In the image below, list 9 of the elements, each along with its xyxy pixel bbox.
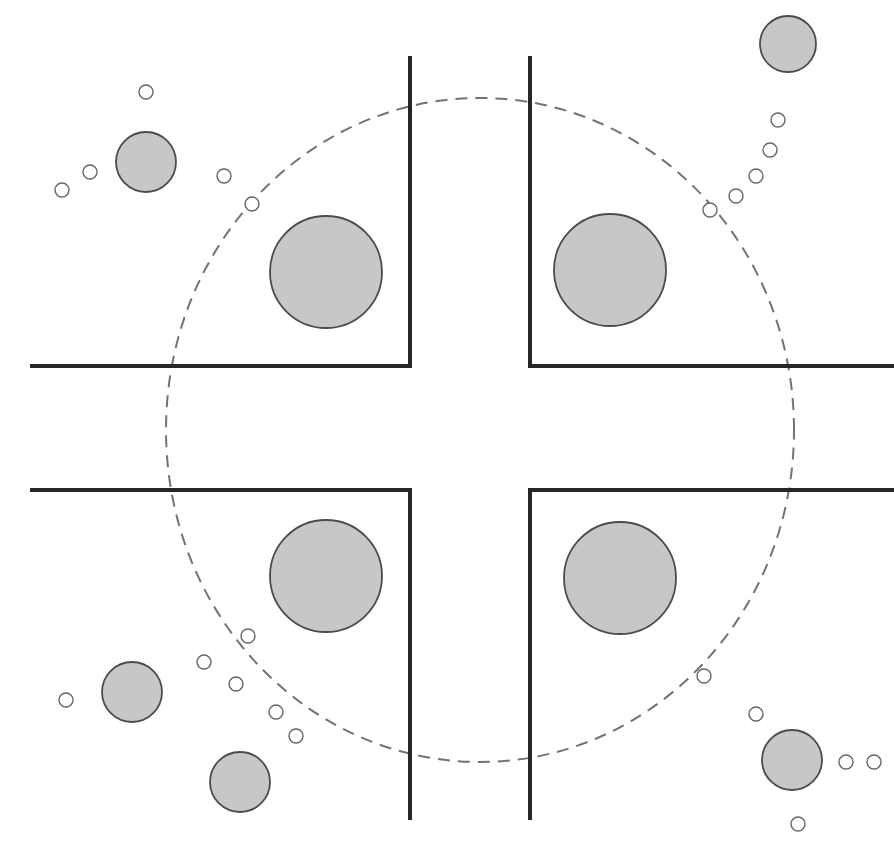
- large-circle: [553, 213, 667, 327]
- large-circle: [269, 519, 383, 633]
- medium-circle: [759, 15, 817, 73]
- medium-circle: [209, 751, 271, 813]
- large-circle: [269, 215, 383, 329]
- large-circle: [563, 521, 677, 635]
- medium-circle: [115, 131, 177, 193]
- medium-circle: [101, 661, 163, 723]
- medium-circle: [761, 729, 823, 791]
